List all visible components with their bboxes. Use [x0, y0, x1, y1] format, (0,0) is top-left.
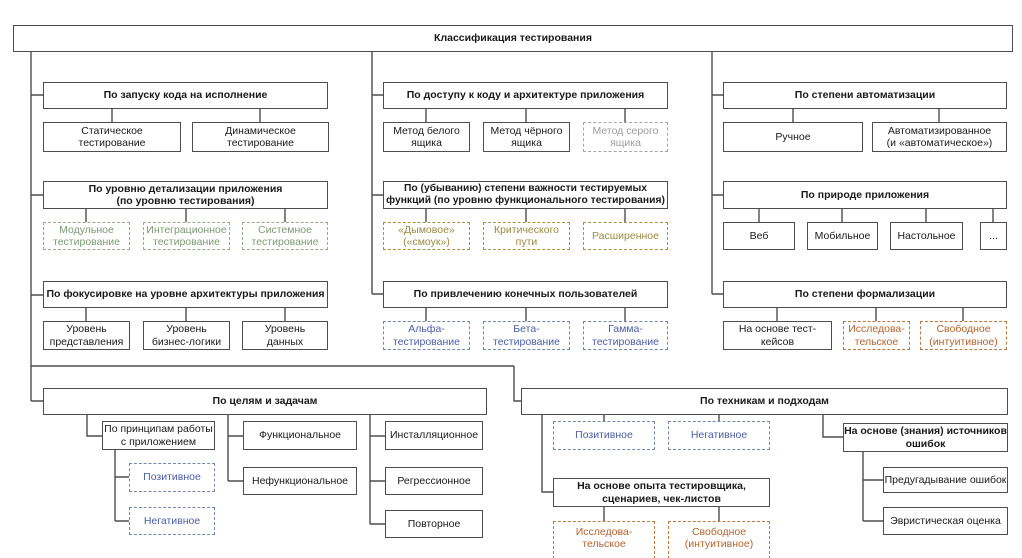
group-architecture-focus-header: По фокусировке на уровне архитектуры при…	[43, 281, 328, 308]
connector-right-trunk	[711, 52, 723, 295]
node-black-box-method: Метод чёрного ящика	[483, 122, 570, 152]
node-desktop-app: Настольное	[890, 222, 963, 250]
node-test-case-based: На основе тест- кейсов	[723, 321, 832, 350]
node-white-box-method: Метод белого ящика	[383, 122, 470, 152]
group-detail-level-header: По уровню детализации приложения (по уро…	[43, 181, 328, 209]
node-work-principles: По принципам работы с приложением	[102, 421, 215, 450]
group-launch-header: По запуску кода на исполнение	[43, 82, 328, 109]
node-tech-exploratory-testing: Исследова- тельское	[553, 521, 655, 558]
node-gamma-testing: Гамма- тестирование	[583, 321, 668, 350]
node-data-level: Уровень данных	[242, 321, 328, 350]
node-error-guessing: Предугадывание ошибок	[883, 467, 1008, 493]
connector-left-trunk	[30, 52, 521, 402]
node-gray-box-method: Метод серого ящика	[583, 122, 668, 152]
subgroup-tester-experience-header: На основе опыта тестировщика, сценариев,…	[553, 478, 770, 507]
group-importance-header: По (убыванию) степени важности тестируем…	[383, 181, 668, 209]
subgroup-error-sources-header: На основе (знания) источников ошибок	[843, 423, 1008, 452]
node-tech-negative-testing: Негативное	[668, 421, 770, 450]
connector-child-drops	[85, 109, 994, 321]
node-dynamic-testing: Динамическое тестирование	[192, 122, 329, 152]
node-unit-testing: Модульное тестирование	[43, 222, 130, 250]
group-code-access-header: По доступу к коду и архитектуре приложен…	[383, 82, 668, 109]
node-retesting: Повторное	[385, 510, 483, 538]
node-critical-path-testing: Критического пути	[483, 222, 570, 250]
node-other-app: ...	[980, 222, 1007, 250]
node-mobile-app: Мобильное	[807, 222, 878, 250]
group-app-nature-header: По природе приложения	[723, 181, 1007, 209]
connector-goals-tree	[86, 415, 385, 525]
node-beta-testing: Бета- тестирование	[483, 321, 570, 350]
node-goals-positive-testing: Позитивное	[129, 463, 215, 492]
node-web-app: Веб	[723, 222, 795, 250]
node-business-logic-level: Уровень бизнес-логики	[143, 321, 230, 350]
node-alpha-testing: Альфа- тестирование	[383, 321, 470, 350]
node-exploratory-testing: Исследова- тельское	[843, 321, 910, 350]
connector-middle-trunk	[371, 52, 383, 295]
node-static-testing: Статическое тестирование	[43, 122, 181, 152]
diagram-title: Классификация тестирования	[13, 25, 1013, 52]
node-goals-negative-testing: Негативное	[129, 507, 215, 535]
node-tech-positive-testing: Позитивное	[553, 421, 655, 450]
node-free-testing: Свободное (интуитивное)	[920, 321, 1007, 350]
node-smoke-testing: «Дымовое» («смоук»)	[383, 222, 470, 250]
node-installation-testing: Инсталляционное	[385, 421, 483, 450]
node-presentation-level: Уровень представления	[43, 321, 130, 350]
node-tech-free-testing: Свободное (интуитивное)	[668, 521, 770, 558]
group-techniques-header: По техникам и подходам	[521, 388, 1008, 415]
connector-tech-tree	[541, 415, 883, 522]
node-functional-testing: Функциональное	[243, 421, 357, 450]
node-system-testing: Системное тестирование	[242, 222, 328, 250]
node-regression-testing: Регрессионное	[385, 467, 483, 495]
node-nonfunctional-testing: Нефункциональное	[243, 467, 357, 495]
group-formalization-header: По степени формализации	[723, 281, 1007, 308]
node-automated-testing: Автоматизированное (и «автоматическое»)	[872, 122, 1007, 152]
group-goals-header: По целям и задачам	[43, 388, 487, 415]
node-manual-testing: Ручное	[723, 122, 863, 152]
node-extended-testing: Расширенное	[583, 222, 668, 250]
node-integration-testing: Интеграционное тестирование	[143, 222, 230, 250]
group-end-users-header: По привлечению конечных пользователей	[383, 281, 668, 308]
node-heuristic-evaluation: Эвристическая оценка	[883, 507, 1008, 535]
group-automation-header: По степени автоматизации	[723, 82, 1007, 109]
